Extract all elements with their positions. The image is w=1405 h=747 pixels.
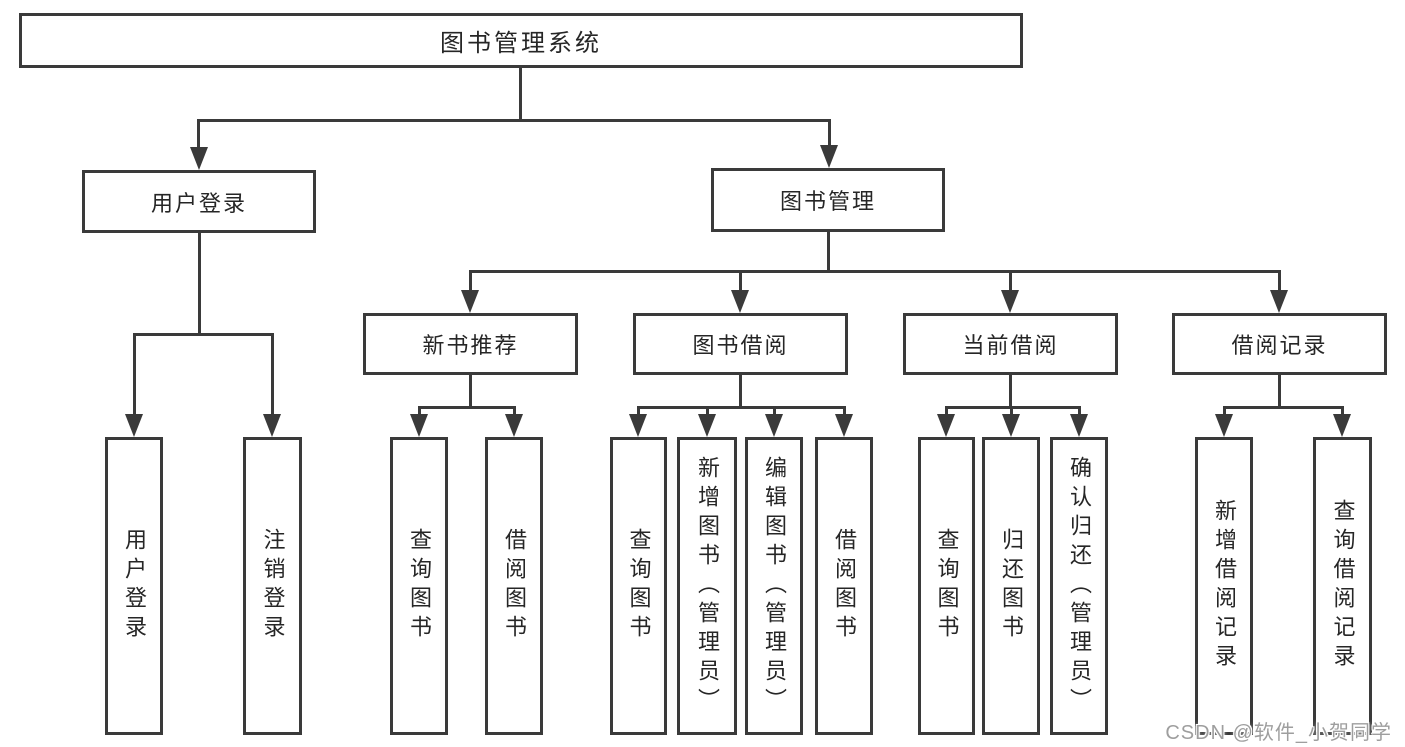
node-book-management-label: 图书管理 (779, 189, 876, 214)
connector-bookmgmt-stub-1 (469, 270, 472, 292)
leaf-query-borrow-record-label: 查询借阅记录 (1330, 499, 1356, 673)
node-library-system-label: 图书管理系统 (440, 30, 602, 57)
connector-bookmgmt-hbar (469, 270, 1281, 273)
connector-records-vline (1278, 375, 1281, 408)
connector-records-stub-1 (1223, 406, 1226, 416)
arrow-down-icon (629, 414, 647, 437)
leaf-return-books-label: 归还图书 (999, 528, 1024, 644)
connector-newrec-stub-2 (513, 406, 516, 416)
node-new-book-recommend-label: 新书推荐 (422, 333, 519, 358)
node-current-borrowing-label: 当前借阅 (962, 333, 1059, 358)
arrow-down-icon (1333, 414, 1351, 437)
leaf-query-books-recommend-label: 查询图书 (407, 528, 432, 644)
arrow-down-icon (461, 290, 479, 313)
node-book-management: 图书管理 (711, 168, 945, 232)
leaf-edit-books-admin-label: 编辑图书（管理员） (762, 455, 787, 717)
connector-bookmgmt-stub-3 (1009, 270, 1012, 292)
connector-root-stub-left (197, 119, 200, 149)
leaf-query-books-recommend: 查询图书 (390, 437, 448, 735)
arrow-down-icon (125, 414, 143, 437)
connector-newrec-vline (469, 375, 472, 408)
leaf-query-books-borrowing: 查询图书 (610, 437, 667, 735)
arrow-down-icon (731, 290, 749, 313)
connector-current-vline (1009, 375, 1012, 408)
arrow-down-icon (1002, 414, 1020, 437)
leaf-user-login: 用户登录 (105, 437, 163, 735)
connector-records-hbar (1223, 406, 1343, 409)
watermark: CSDN @软件_小贺同学 (1165, 722, 1392, 744)
connector-userlogin-vline (198, 233, 201, 335)
connector-root-hbar (197, 119, 831, 122)
arrow-down-icon (820, 145, 838, 168)
connector-root-stub-right (828, 119, 831, 147)
arrow-down-icon (505, 414, 523, 437)
leaf-borrow-books-borrowing: 借阅图书 (815, 437, 873, 735)
leaf-add-borrow-record: 新增借阅记录 (1195, 437, 1253, 735)
connector-borrowing-stub-4 (843, 406, 846, 416)
leaf-add-borrow-record-label: 新增借阅记录 (1212, 499, 1237, 673)
arrow-down-icon (835, 414, 853, 437)
arrow-down-icon (263, 414, 281, 437)
leaf-return-books: 归还图书 (982, 437, 1040, 735)
node-borrowing-records: 借阅记录 (1172, 313, 1387, 375)
leaf-query-borrow-record: 查询借阅记录 (1313, 437, 1372, 735)
node-current-borrowing: 当前借阅 (903, 313, 1118, 375)
connector-userlogin-stub-1 (133, 333, 136, 417)
leaf-query-books-current-label: 查询图书 (934, 528, 960, 644)
connector-records-stub-2 (1341, 406, 1344, 416)
connector-bookmgmt-stub-4 (1278, 270, 1281, 292)
connector-borrowing-stub-2 (706, 406, 709, 416)
node-user-login-label: 用户登录 (150, 190, 247, 216)
arrow-down-icon (698, 414, 716, 437)
node-library-system: 图书管理系统 (19, 13, 1023, 68)
leaf-borrow-books-recommend: 借阅图书 (485, 437, 543, 735)
connector-current-stub-1 (945, 406, 948, 416)
leaf-user-login-label: 用户登录 (122, 528, 147, 644)
leaf-logout: 注销登录 (243, 437, 302, 735)
leaf-confirm-return-admin: 确认归还（管理员） (1050, 437, 1108, 735)
connector-userlogin-stub-2 (271, 333, 274, 417)
arrow-down-icon (1001, 290, 1019, 313)
node-new-book-recommend: 新书推荐 (363, 313, 578, 375)
arrow-down-icon (410, 414, 428, 437)
connector-borrowing-stub-1 (637, 406, 640, 416)
leaf-add-books-admin-label: 新增图书（管理员） (695, 455, 720, 717)
connector-borrowing-vline (739, 375, 742, 408)
connector-current-stub-3 (1078, 406, 1081, 416)
leaf-add-books-admin: 新增图书（管理员） (677, 437, 737, 735)
connector-current-stub-2 (1010, 406, 1013, 416)
arrow-down-icon (937, 414, 955, 437)
node-borrowing-records-label: 借阅记录 (1231, 333, 1328, 358)
node-user-login: 用户登录 (82, 170, 316, 233)
leaf-confirm-return-admin-label: 确认归还（管理员） (1067, 455, 1092, 717)
connector-newrec-hbar (418, 406, 516, 409)
connector-userlogin-hbar (133, 333, 274, 336)
connector-newrec-stub-1 (418, 406, 421, 416)
leaf-edit-books-admin: 编辑图书（管理员） (745, 437, 803, 735)
node-book-borrowing-label: 图书借阅 (692, 333, 789, 358)
connector-borrowing-stub-3 (773, 406, 776, 416)
arrow-down-icon (190, 147, 208, 170)
arrow-down-icon (765, 414, 783, 437)
arrow-down-icon (1070, 414, 1088, 437)
connector-root-vline (519, 66, 522, 121)
leaf-query-books-current: 查询图书 (918, 437, 975, 735)
leaf-borrow-books-borrowing-label: 借阅图书 (832, 528, 857, 644)
connector-bookmgmt-stub-2 (739, 270, 742, 292)
leaf-query-books-borrowing-label: 查询图书 (626, 528, 652, 644)
leaf-logout-label: 注销登录 (260, 528, 286, 644)
arrow-down-icon (1270, 290, 1288, 313)
arrow-down-icon (1215, 414, 1233, 437)
leaf-borrow-books-recommend-label: 借阅图书 (502, 528, 527, 644)
node-book-borrowing: 图书借阅 (633, 313, 848, 375)
connector-bookmgmt-vline (827, 232, 830, 273)
connector-borrowing-hbar (637, 406, 845, 409)
